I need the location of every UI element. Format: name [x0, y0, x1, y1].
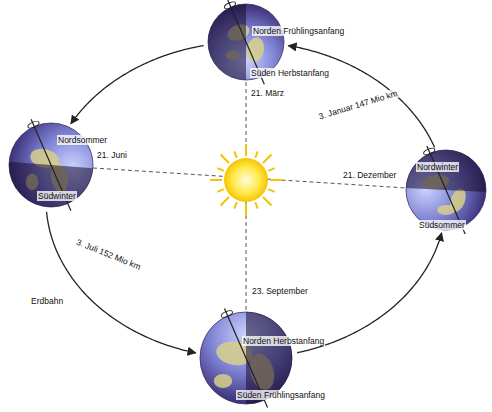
- continent: [245, 36, 266, 63]
- sun-ray: [245, 144, 247, 156]
- earth-globe: Norden HerbstanfangSüden Frühlingsanfang: [200, 312, 292, 404]
- orbit-arrow: [297, 233, 441, 353]
- sun-ray: [217, 189, 223, 192]
- sun-symbol: [210, 144, 282, 216]
- date-label: 21. Dezember: [342, 170, 397, 180]
- sun-ray: [255, 202, 258, 208]
- sun-ray: [221, 155, 229, 163]
- sun-ray: [210, 179, 222, 181]
- distance-label: 3. Januar 147 Mio km: [317, 88, 400, 122]
- distance-label: 3. Juli 152 Mio km: [74, 236, 143, 272]
- continent: [214, 374, 232, 388]
- night-side: [6, 162, 93, 210]
- sun-ray: [268, 189, 274, 192]
- sun-disc: [224, 158, 268, 202]
- earth-globe: Norden FrühlingsanfangSüden Herbstanfang: [208, 4, 284, 80]
- orbit-arrow: [288, 46, 434, 148]
- date-label: 21. März: [250, 88, 285, 98]
- hemisphere-season: Südwinter: [37, 191, 77, 201]
- sun-ray: [263, 197, 271, 205]
- hemisphere-season: Nordsommer: [57, 135, 108, 145]
- hemisphere-season: Nordwinter: [416, 162, 459, 172]
- night-side: [406, 148, 488, 192]
- sun-ray: [263, 155, 271, 163]
- sun-ray: [234, 202, 237, 208]
- hemisphere-season: Südsommer: [418, 220, 466, 230]
- continent: [437, 205, 455, 215]
- sun-ray: [255, 151, 258, 157]
- rotation-arrow: [224, 1, 237, 10]
- date-label: 21. Juni: [96, 150, 128, 160]
- hemisphere-season: Süden Herbstanfang: [250, 68, 330, 78]
- rotation-arrow: [220, 309, 233, 318]
- sun-ray: [270, 179, 282, 181]
- rotation-arrow: [423, 147, 436, 156]
- hemisphere-season: Norden Frühlingsanfang: [252, 26, 345, 36]
- earth-globe: NordsommerSüdwinter: [9, 123, 93, 207]
- sun-ray: [217, 168, 223, 171]
- sun-ray: [221, 197, 229, 205]
- sun-ray: [245, 204, 247, 216]
- hemisphere-season: Süden Frühlingsanfang: [236, 390, 326, 400]
- orbit-arrow: [47, 212, 196, 353]
- orbit-label: Erdbahn: [30, 296, 64, 306]
- date-label: 23. September: [251, 286, 309, 296]
- earth-globe: NordwinterSüdsommer: [406, 150, 486, 230]
- orbit-arrow: [71, 46, 204, 124]
- night-side: [208, 4, 246, 80]
- sun-ray: [268, 168, 274, 171]
- rotation-arrow: [27, 120, 40, 129]
- hemisphere-season: Norden Herbstanfang: [242, 336, 325, 346]
- sun-ray: [234, 151, 237, 157]
